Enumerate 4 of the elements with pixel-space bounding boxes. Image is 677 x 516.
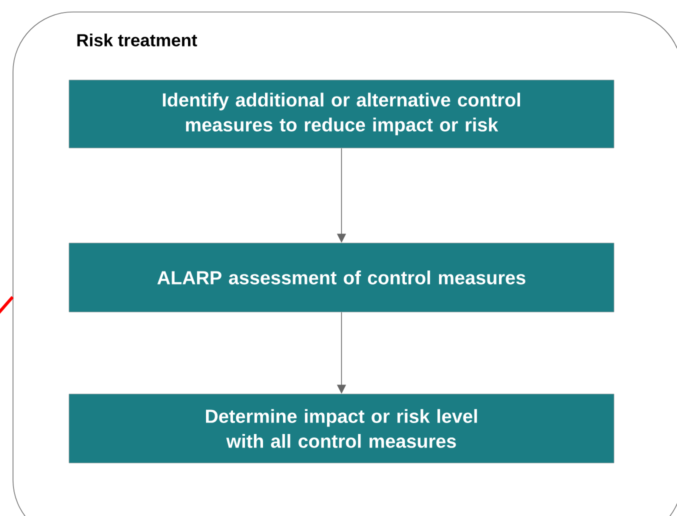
process-box: Identify additional or alternative control measures to reduce impact or risk — [68, 80, 614, 148]
heading: Risk treatment — [77, 34, 198, 46]
process-box: Determine impact or risk level with all control measures — [68, 394, 614, 464]
process-box: ALARP assessment of control measures — [68, 242, 614, 312]
